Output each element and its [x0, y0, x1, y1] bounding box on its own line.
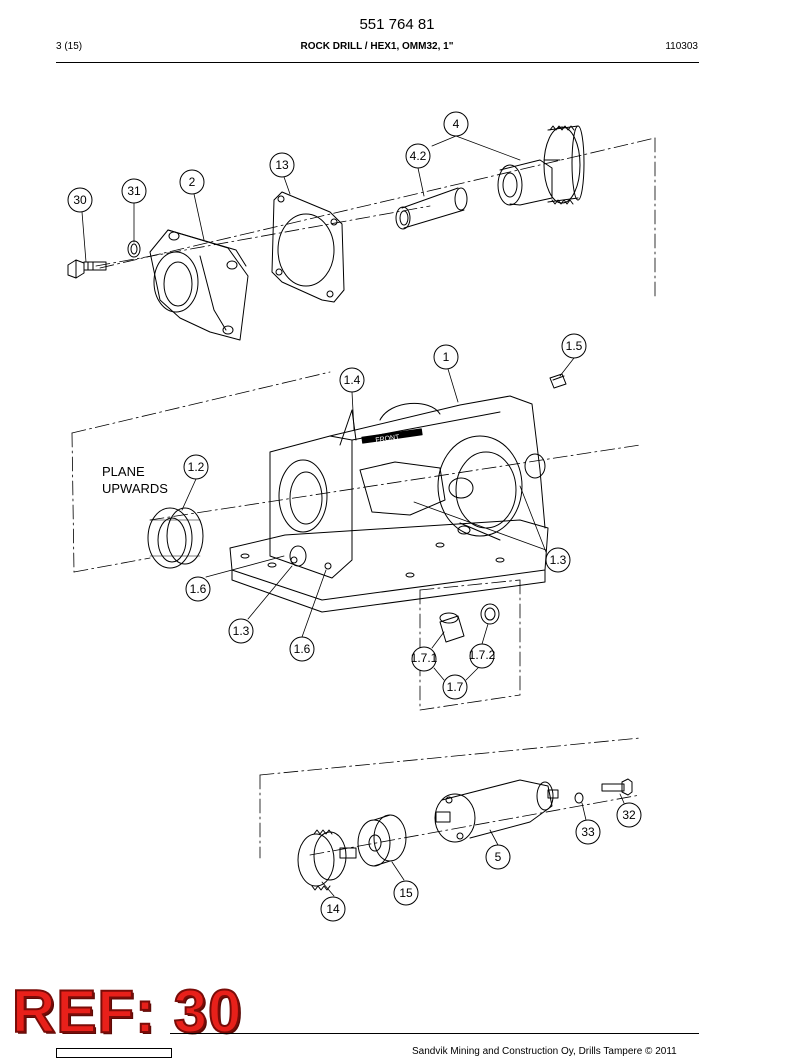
- header-divider: [56, 62, 699, 63]
- callout-1-7-2: 1.7.2: [469, 643, 496, 669]
- callout-1-2-label: 1.2: [188, 460, 205, 474]
- gasket-13-part: [271, 191, 345, 303]
- callout-1-4: 1.4: [339, 367, 365, 393]
- footer-copyright: Sandvik Mining and Construction Oy, Dril…: [412, 1046, 677, 1057]
- document-code: 110303: [665, 41, 698, 52]
- callout-5: 5: [485, 844, 511, 870]
- callout-1: 1: [433, 344, 459, 370]
- callout-4-label: 4: [453, 117, 460, 131]
- callout-1-label: 1: [443, 350, 450, 364]
- callout-1-6-bottom-label: 1.6: [294, 642, 311, 656]
- callout-4-2-label: 4.2: [410, 149, 427, 163]
- housing-marking: FRONT: [375, 434, 401, 444]
- bushing-4-2-part: [395, 187, 468, 230]
- callout-33: 33: [575, 819, 601, 845]
- motor-5-part: [434, 779, 559, 843]
- cover-2-part: [149, 229, 249, 341]
- callout-1-3-left: 1.3: [228, 618, 254, 644]
- bolt-32-part: [601, 778, 633, 796]
- sandvik-logo: [56, 1048, 172, 1058]
- washer-33-part: [574, 792, 584, 804]
- callout-1-6-left: 1.6: [185, 576, 211, 602]
- gear-14-part: [297, 829, 357, 891]
- callout-1-6-bottom: 1.6: [289, 636, 315, 662]
- bolt-30-part: [67, 259, 107, 279]
- callout-1-5-label: 1.5: [566, 339, 583, 353]
- plug-1-5-part: [549, 373, 567, 389]
- callout-1-3-right-label: 1.3: [550, 553, 567, 567]
- footer-divider: [170, 1033, 699, 1034]
- callout-30: 30: [67, 187, 93, 213]
- callout-33-label: 33: [581, 825, 595, 839]
- callout-13: 13: [269, 152, 295, 178]
- callout-1-7-1-label: 1.7.1: [411, 651, 438, 665]
- callout-5-label: 5: [495, 850, 502, 864]
- callout-1-7-2-label: 1.7.2: [469, 648, 496, 662]
- gear-4-part: [497, 125, 585, 206]
- bushing-1-7-part: [439, 603, 500, 643]
- callout-1-2: 1.2: [183, 454, 209, 480]
- callout-14: 14: [320, 896, 346, 922]
- housing-1-part: [229, 395, 549, 613]
- callout-4: 4: [443, 111, 469, 137]
- callout-15-label: 15: [399, 886, 413, 900]
- leader-lines: [81, 135, 625, 897]
- callout-32-label: 32: [622, 808, 636, 822]
- callout-1-7: 1.7: [442, 674, 468, 700]
- callout-1-7-label: 1.7: [447, 680, 464, 694]
- spacer-15-part: [357, 814, 407, 867]
- callout-2-label: 2: [189, 175, 196, 189]
- callout-32: 32: [616, 802, 642, 828]
- callout-1-3-left-label: 1.3: [233, 624, 250, 638]
- boundary-lines: [71, 137, 656, 859]
- callout-2: 2: [179, 169, 205, 195]
- washer-31-part: [127, 240, 141, 258]
- callout-1-3-right: 1.3: [545, 547, 571, 573]
- document-number: 551 764 81: [359, 16, 435, 33]
- page-number: 3 (15): [56, 41, 83, 52]
- callout-4-2: 4.2: [405, 143, 431, 169]
- document-title: ROCK DRILL / HEX1, OMM32, 1": [300, 41, 454, 52]
- callout-1-4-label: 1.4: [344, 373, 361, 387]
- callout-31-label: 31: [127, 184, 141, 198]
- callout-1-6-left-label: 1.6: [190, 582, 207, 596]
- note-line-2: UPWARDS: [102, 481, 168, 496]
- ring-1-2-part: [147, 507, 204, 569]
- callout-30-label: 30: [73, 193, 87, 207]
- callout-14-label: 14: [326, 902, 340, 916]
- callout-31: 31: [121, 178, 147, 204]
- ref-stamp: REF: 30: [11, 978, 243, 1045]
- callout-13-label: 13: [275, 158, 289, 172]
- callout-1-5: 1.5: [561, 333, 587, 359]
- note-line-1: PLANE: [102, 464, 145, 479]
- callout-1-7-1: 1.7.1: [411, 646, 438, 672]
- callout-15: 15: [393, 880, 419, 906]
